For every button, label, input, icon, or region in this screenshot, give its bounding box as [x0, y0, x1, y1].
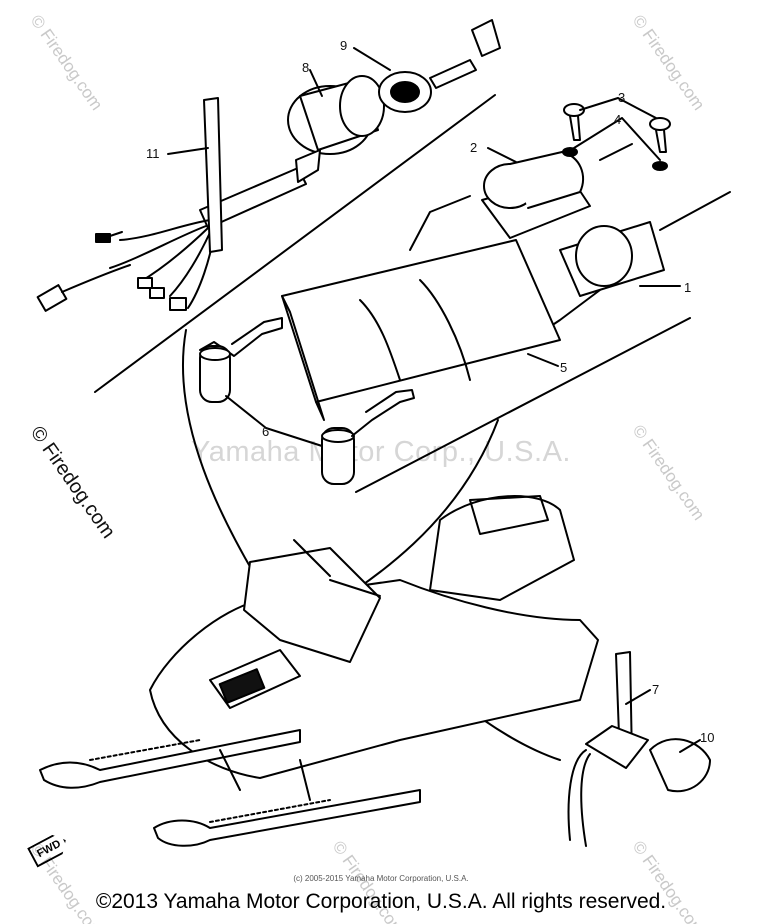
washer-4a	[562, 147, 578, 157]
callout-10: 10	[700, 730, 714, 745]
callout-1: 1	[684, 280, 691, 295]
svg-text:© Firedog.com: © Firedog.com	[629, 421, 709, 523]
watermark-yamaha: Yamaha Motor Corp., U.S.A.	[191, 436, 571, 468]
leader-11	[167, 147, 209, 155]
callout-2: 2	[470, 140, 477, 155]
footer-copyright: ©2013 Yamaha Motor Corporation, U.S.A. A…	[95, 890, 667, 913]
capacitor-5	[281, 239, 561, 421]
svg-text:© Firedog.com: © Firedog.com	[629, 11, 709, 113]
panel-line-left	[94, 94, 496, 393]
leader-8	[309, 69, 323, 97]
panel-line-right	[355, 317, 691, 493]
leader-9	[353, 47, 391, 71]
meter-8	[287, 75, 385, 183]
leader-10	[679, 739, 701, 753]
screw-3a	[563, 103, 585, 141]
leader-5	[527, 353, 559, 367]
callout-6: 6	[262, 424, 269, 439]
switch-10	[567, 725, 711, 847]
washer-4b	[652, 161, 668, 171]
watermark-mid-right: © Firedog.com	[629, 421, 709, 523]
callout-5: 5	[560, 360, 567, 375]
svg-text:© Firedog.com: © Firedog.com	[27, 11, 107, 113]
coil-2	[409, 143, 633, 251]
coil-1	[529, 191, 731, 341]
watermark-mid-left: © Firedog.com	[26, 422, 119, 542]
watermark-top-left: © Firedog.com	[27, 11, 107, 113]
screw-3b	[649, 117, 671, 153]
leader-6	[225, 395, 323, 447]
snowmobile-outline	[39, 495, 599, 847]
callout-3: 3	[618, 90, 625, 105]
leader-3	[579, 97, 657, 119]
callout-4: 4	[614, 112, 621, 127]
callout-11: 11	[146, 146, 160, 161]
strap-11	[203, 97, 223, 253]
callout-7: 7	[652, 682, 659, 697]
callout-9: 9	[340, 38, 347, 53]
leader-7	[625, 689, 651, 705]
callout-8: 8	[302, 60, 309, 75]
leader-4	[573, 117, 661, 161]
socket-9	[378, 19, 501, 113]
plug-cap-6b	[321, 389, 415, 485]
plug-cap-6a	[199, 317, 283, 403]
leader-2	[487, 147, 517, 163]
svg-text:© Firedog.com: © Firedog.com	[26, 422, 119, 542]
watermark-top-right: © Firedog.com	[629, 11, 709, 113]
small-copyright: (c) 2005-2015 Yamaha Motor Corporation, …	[293, 874, 469, 883]
harness-assembly	[36, 167, 307, 312]
